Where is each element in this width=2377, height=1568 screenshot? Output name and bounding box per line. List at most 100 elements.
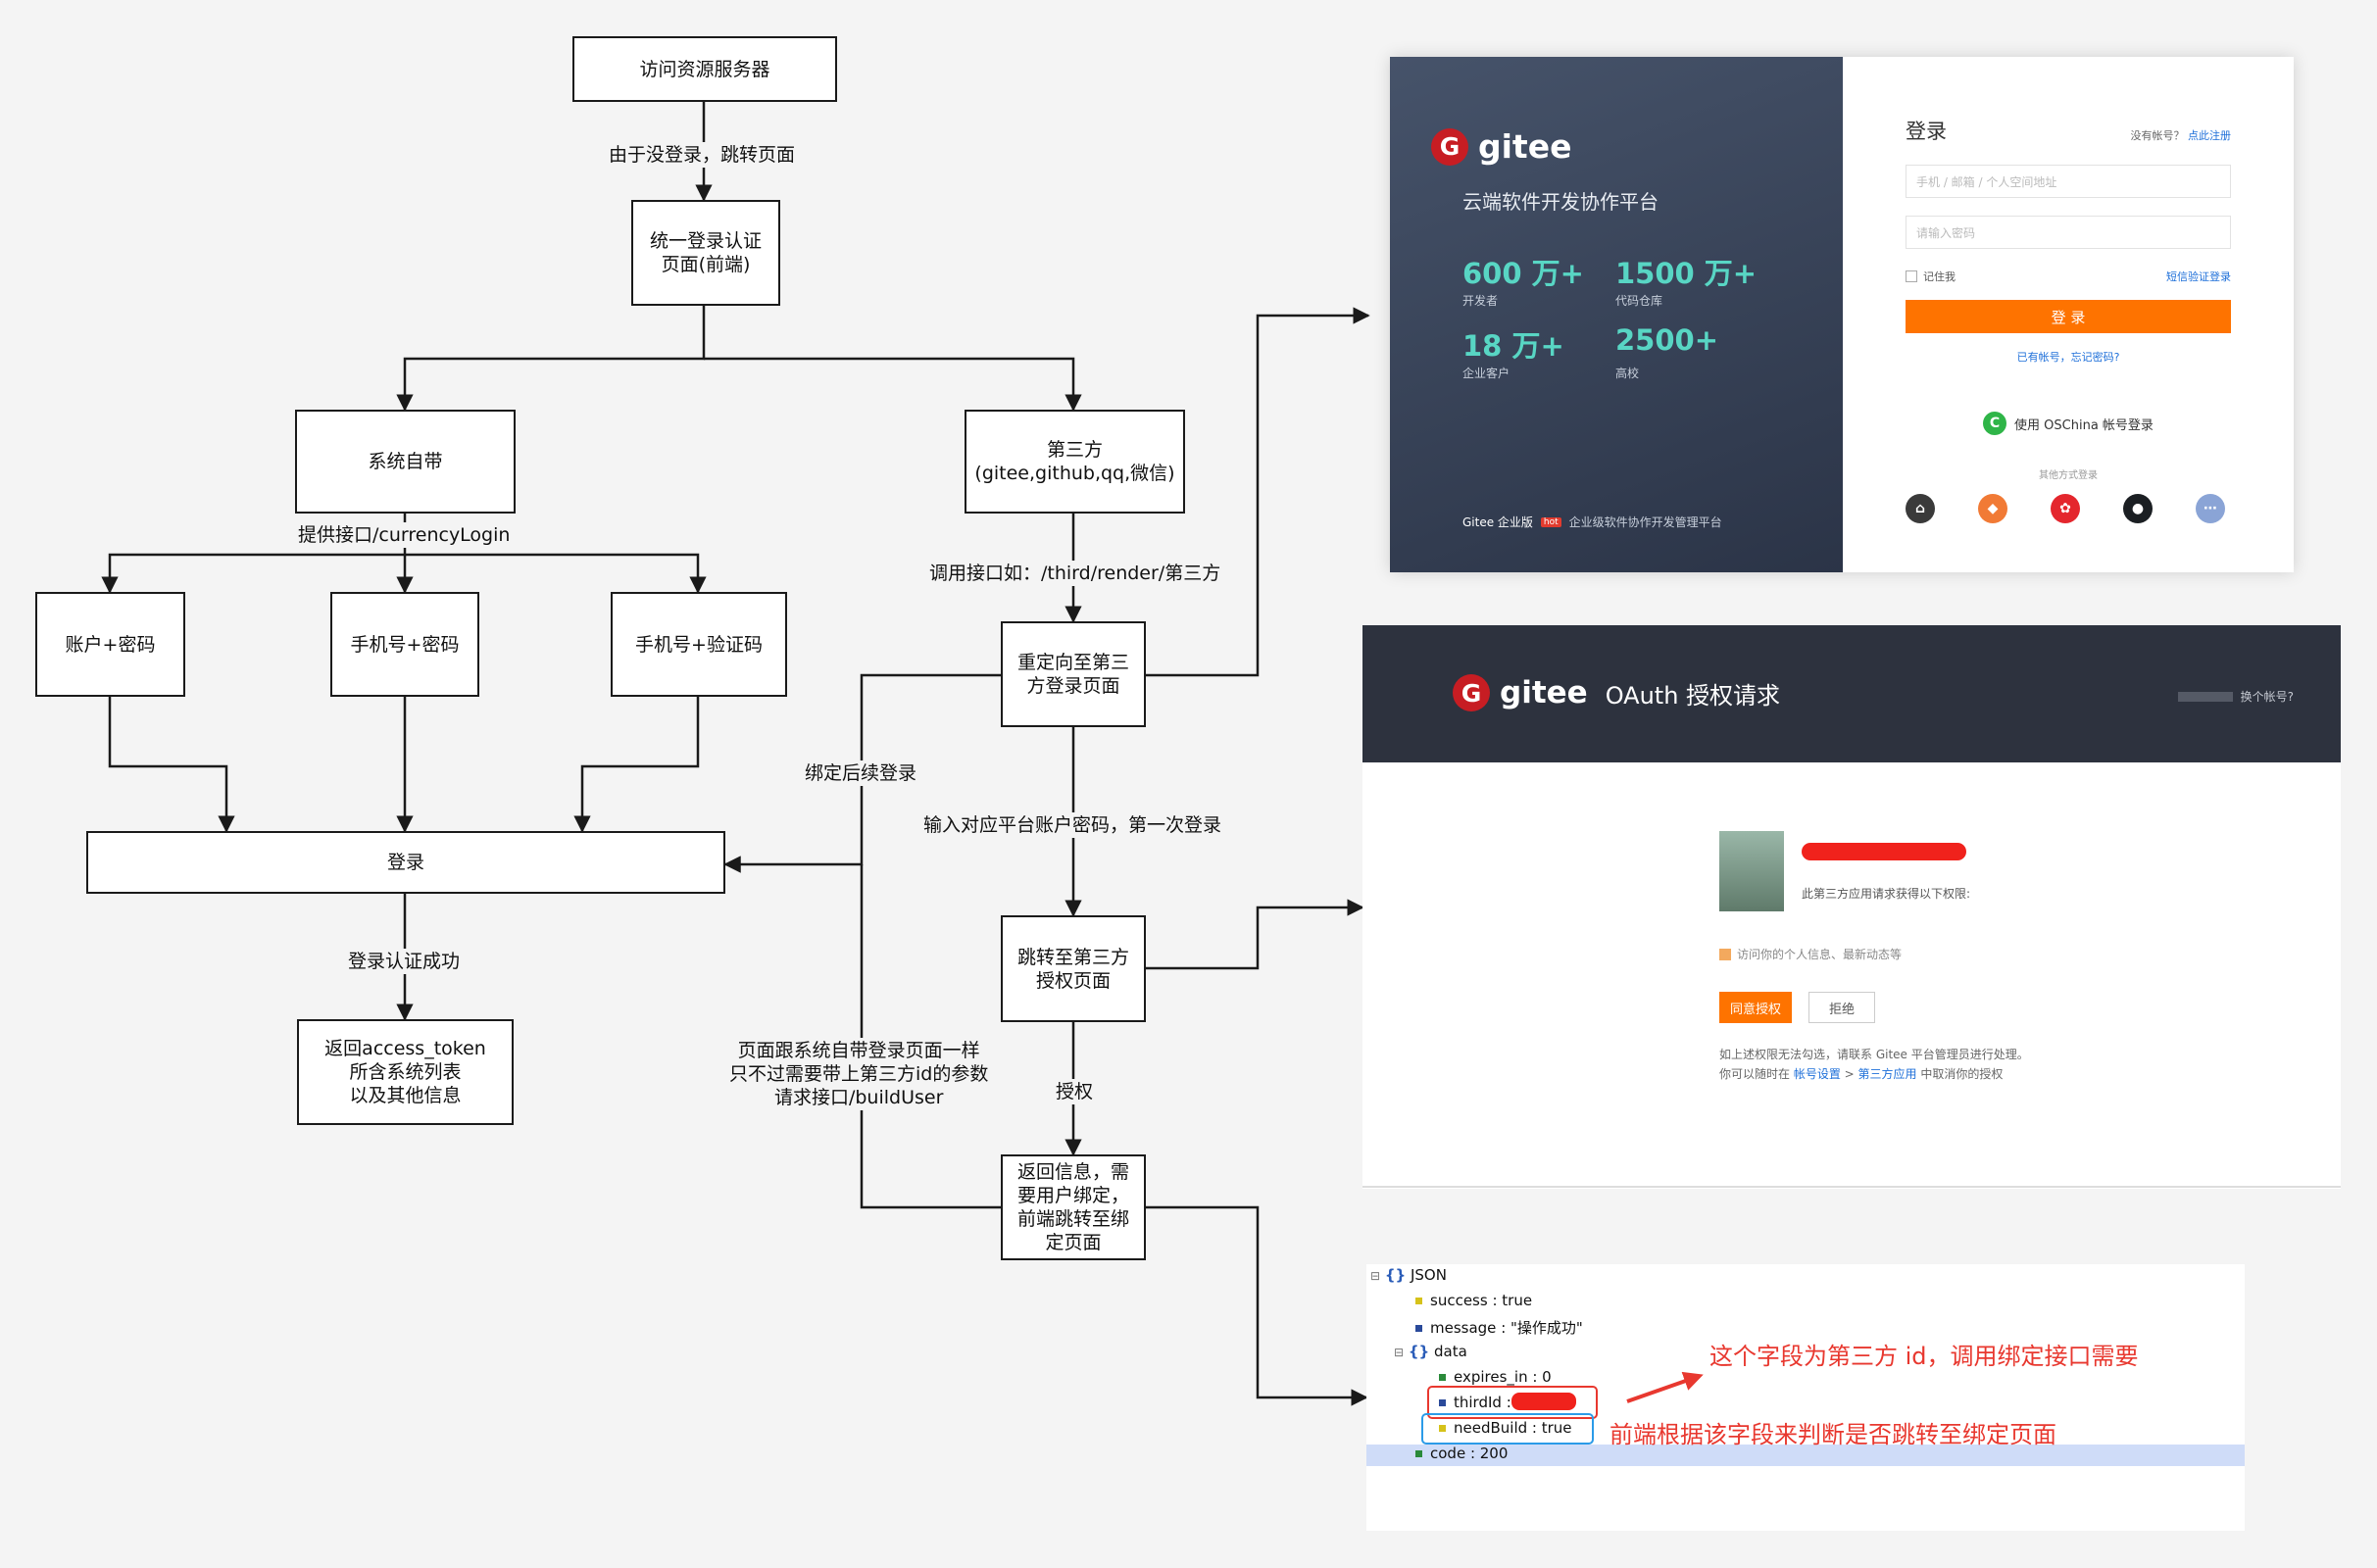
divider — [1362, 1186, 2341, 1188]
node-jump-third-auth: 跳转至第三方 授权页面 — [1001, 915, 1146, 1022]
json-data-object: ⊟ {} data — [1394, 1343, 1467, 1360]
gitee-oauth-screenshot: G gitee OAuth 授权请求 换个帐号? 此第三方应用请求获得以下权限:… — [1362, 625, 2341, 1189]
collapse-icon: ⊟ — [1394, 1346, 1405, 1359]
bool-icon — [1415, 1298, 1422, 1304]
bool-icon — [1439, 1425, 1446, 1432]
note-line-2: 你可以随时在 帐号设置 > 第三方应用 中取消你的授权 — [1719, 1064, 2029, 1084]
node-phone-code: 手机号+验证码 — [611, 592, 787, 697]
redacted-app-name — [1802, 843, 1966, 860]
oauth-note: 如上述权限无法勾选，请联系 Gitee 平台管理员进行处理。 你可以随时在 帐号… — [1719, 1045, 2029, 1084]
checkbox-icon — [1906, 270, 1917, 282]
deny-button[interactable]: 拒绝 — [1808, 992, 1875, 1023]
third-id-highlight — [1427, 1386, 1598, 1419]
node-return-info-bind: 返回信息，需 要用户绑定， 前端跳转至绑 定页面 — [1001, 1154, 1146, 1260]
json-row: needBuild : true — [1439, 1419, 1572, 1437]
edge-redirect-to-gitee-login — [1146, 307, 1370, 677]
oauth-title: OAuth 授权请求 — [1605, 681, 1781, 710]
other-methods-label: 其他方式登录 — [2039, 470, 2098, 481]
json-row: success : true — [1415, 1292, 1532, 1309]
json-viewer-screenshot: ⊟ {} JSON success : true message : "操作成功… — [1366, 1264, 2245, 1531]
json-need-build: needBuild : true — [1454, 1419, 1572, 1437]
oschina-icon: C — [1983, 412, 2007, 435]
label-provide-api: 提供接口/currencyLogin — [295, 522, 514, 548]
json-row: message : "操作成功" — [1415, 1317, 1583, 1338]
edge-phone-code-to-login — [573, 697, 700, 833]
node-unified-login-page: 统一登录认证 页面(前端) — [631, 200, 780, 306]
stat-value: 1500 万+ — [1615, 257, 1758, 290]
note-separator: > — [1840, 1067, 1858, 1081]
node-account-password: 账户+密码 — [35, 592, 185, 697]
json-value: true — [1502, 1292, 1533, 1309]
label-not-logged-in: 由于没登录，跳转页面 — [606, 142, 799, 168]
no-account-text: 没有帐号？ — [2130, 129, 2185, 142]
label-call-api: 调用接口如：/third/render/第三方 — [926, 561, 1224, 586]
gitee-logo-icon: G — [1453, 674, 1490, 711]
note-line-1: 如上述权限无法勾选，请联系 Gitee 平台管理员进行处理。 — [1719, 1048, 2029, 1061]
gitee-login-screenshot: G gitee 云端软件开发协作平台 600 万+ 开发者 1500 万+ 代码… — [1390, 57, 2294, 572]
edge-split-system-third — [396, 306, 706, 412]
node-third-party: 第三方 (gitee,github,qq,微信) — [965, 410, 1185, 514]
json-expires: expires_in : 0 — [1454, 1368, 1552, 1386]
hot-badge: hot — [1540, 516, 1561, 527]
json-row: expires_in : 0 — [1439, 1368, 1552, 1386]
switch-account[interactable]: 换个帐号? — [2177, 688, 2294, 705]
forgot-password-link[interactable]: 已有帐号，忘记密码? — [2016, 351, 2120, 364]
login-button[interactable]: 登 录 — [1906, 300, 2231, 333]
annotation-third-id: 这个字段为第三方 id，调用绑定接口需要 — [1709, 1343, 2139, 1370]
annotation-arrow — [1626, 1371, 1704, 1403]
json-code: code : 200 — [1430, 1445, 1509, 1462]
node-system-builtin: 系统自带 — [295, 410, 516, 514]
approve-button[interactable]: 同意授权 — [1719, 992, 1792, 1023]
stat-label: 企业客户 — [1462, 367, 1510, 380]
stat-label: 开发者 — [1462, 294, 1499, 308]
note-prefix: 你可以随时在 — [1719, 1067, 1794, 1081]
stat-value: 2500+ — [1615, 323, 1719, 357]
json-value: "操作成功" — [1510, 1319, 1583, 1337]
annotation-need-build: 前端根据该字段来判断是否跳转至绑定页面 — [1609, 1421, 2056, 1448]
stat-value: 600 万+ — [1462, 257, 1584, 290]
gitee-logo: G gitee — [1431, 127, 1571, 166]
permission-checkbox[interactable]: 访问你的个人信息、最新动态等 — [1719, 946, 1902, 962]
label-bind-then-login: 绑定后续登录 — [802, 760, 920, 786]
string-icon — [1415, 1325, 1422, 1332]
remember-me-checkbox[interactable]: 记住我 — [1906, 269, 1956, 284]
node-return-token: 返回access_token 所含系统列表 以及其他信息 — [297, 1019, 514, 1125]
json-row: thirdId : — [1439, 1394, 1511, 1411]
gitee-login-promo: G gitee 云端软件开发协作平台 600 万+ 开发者 1500 万+ 代码… — [1390, 57, 1843, 572]
account-input[interactable]: 手机 / 邮箱 / 个人空间地址 — [1906, 165, 2231, 198]
sms-login-link[interactable]: 短信验证登录 — [2166, 270, 2231, 283]
login-title: 登录 — [1906, 120, 1947, 143]
register-link[interactable]: 点此注册 — [2188, 129, 2231, 142]
node-login: 登录 — [86, 831, 725, 894]
need-build-highlight — [1421, 1413, 1594, 1445]
oschina-login[interactable]: C 使用 OSChina 帐号登录 — [1843, 412, 2294, 435]
switch-account-label: 换个帐号? — [2240, 690, 2294, 704]
account-settings-link[interactable]: 帐号设置 — [1793, 1067, 1841, 1081]
edge-auth-to-oauth — [1146, 899, 1364, 970]
remember-me-label: 记住我 — [1923, 270, 1956, 283]
coding-icon[interactable]: ⌂ — [1906, 494, 1935, 523]
node-phone-password: 手机号+密码 — [330, 592, 479, 697]
label-input-third-password: 输入对应平台账户密码，第一次登录 — [920, 812, 1225, 838]
json-third-id: thirdId : — [1454, 1394, 1511, 1411]
note-suffix: 中取消你的授权 — [1916, 1067, 2004, 1081]
github-icon[interactable]: ● — [2123, 494, 2153, 523]
label-page-note: 页面跟系统自带登录页面一样 只不过需要带上第三方id的参数 请求接口/build… — [726, 1038, 992, 1110]
gitee-logo-icon: G — [1431, 127, 1468, 166]
avatar — [1719, 831, 1784, 911]
redacted-third-id — [1511, 1393, 1576, 1410]
checkbox-checked-icon — [1719, 948, 1731, 960]
huawei-icon[interactable]: ✿ — [2051, 494, 2080, 523]
password-input[interactable]: 请输入密码 — [1906, 216, 2231, 249]
object-icon: {} — [1408, 1343, 1430, 1360]
number-icon — [1439, 1374, 1446, 1381]
edge-system-to-phone-code — [405, 553, 707, 594]
oauth-brand: gitee — [1500, 675, 1588, 710]
string-icon — [1439, 1399, 1446, 1406]
gitlab-icon[interactable]: ◆ — [1978, 494, 2007, 523]
oschina-login-label: 使用 OSChina 帐号登录 — [2014, 417, 2154, 433]
footer-brand[interactable]: Gitee 企业版 — [1462, 515, 1533, 529]
more-icon[interactable]: ⋯ — [2196, 494, 2225, 523]
number-icon — [1415, 1450, 1422, 1457]
third-party-apps-link[interactable]: 第三方应用 — [1857, 1067, 1917, 1081]
